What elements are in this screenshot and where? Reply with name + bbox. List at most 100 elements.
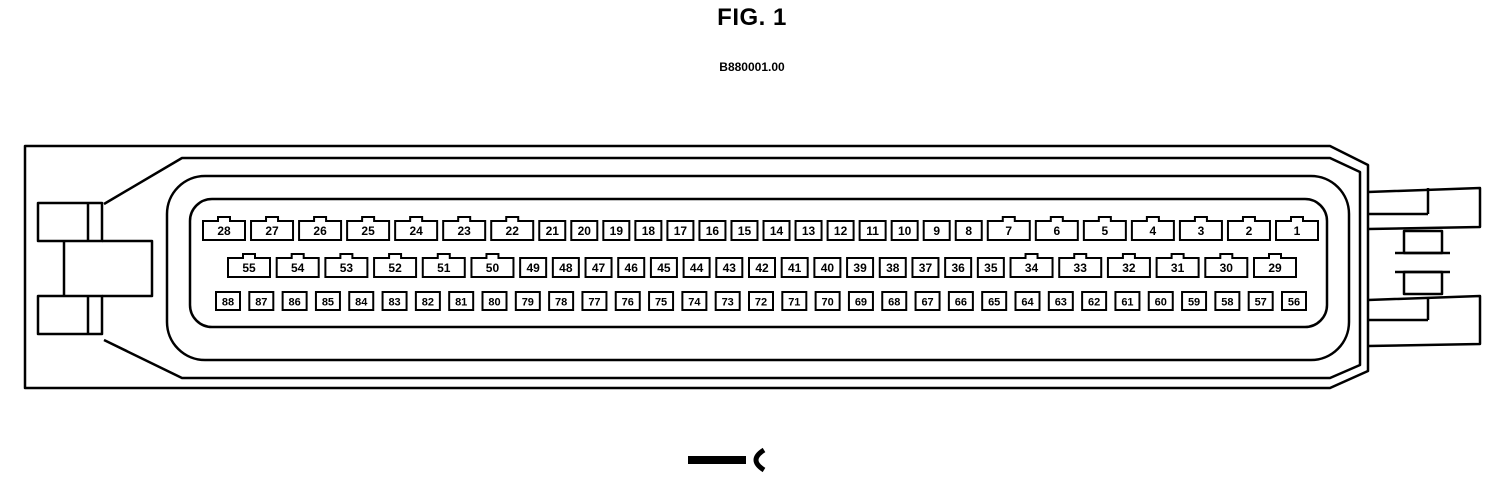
row3-pin-87: 87 xyxy=(248,291,275,311)
pin-label: 70 xyxy=(822,297,834,309)
pin-outline xyxy=(781,291,808,311)
row1-pin-23: 23 xyxy=(442,216,487,241)
row1-pin-17: 17 xyxy=(666,220,695,241)
connector-inner-frame xyxy=(188,197,1329,329)
row1-pin-15: 15 xyxy=(730,220,759,241)
pin-outline xyxy=(584,257,613,278)
pin-label: 83 xyxy=(388,297,400,309)
figure-title: FIG. 1 xyxy=(717,4,787,31)
pin-label: 16 xyxy=(706,224,720,238)
pin-outline xyxy=(1009,253,1054,278)
pin-label: 63 xyxy=(1055,297,1067,309)
row3-pin-75: 75 xyxy=(648,291,675,311)
pin-outline xyxy=(881,291,908,311)
row2-pin-45: 45 xyxy=(649,257,678,278)
pin-outline xyxy=(976,257,1005,278)
pin-label: 26 xyxy=(313,224,327,238)
row2-pin-51: 51 xyxy=(421,253,466,278)
pin-outline xyxy=(1034,216,1079,241)
row3-pin-85: 85 xyxy=(314,291,341,311)
row1-pin-24: 24 xyxy=(394,216,439,241)
pin-outline xyxy=(470,253,515,278)
row3-pin-68: 68 xyxy=(881,291,908,311)
pin-label: 10 xyxy=(898,224,912,238)
pin-outline xyxy=(1204,253,1249,278)
pin-outline xyxy=(847,291,874,311)
row2-pin-39: 39 xyxy=(846,257,875,278)
row3-pin-63: 63 xyxy=(1047,291,1074,311)
pin-label: 11 xyxy=(866,224,879,238)
row2-pin-49: 49 xyxy=(519,257,548,278)
row1-pin-28: 28 xyxy=(202,216,246,241)
pin-outline xyxy=(1155,253,1200,278)
pin-outline xyxy=(202,216,246,241)
pin-label: 87 xyxy=(255,297,267,309)
pin-outline xyxy=(215,291,241,311)
row1-pin-8: 8 xyxy=(954,220,983,241)
row2-pin-30: 30 xyxy=(1204,253,1249,278)
row1-pin-12: 12 xyxy=(826,220,855,241)
row3-pin-72: 72 xyxy=(748,291,774,311)
pin-label: 3 xyxy=(1198,224,1205,238)
row3-pin-65: 65 xyxy=(981,291,1008,311)
pin-outline xyxy=(250,216,295,241)
pin-outline xyxy=(514,291,541,311)
pin-outline xyxy=(614,291,641,311)
pin-label: 4 xyxy=(1150,224,1157,238)
pin-outline xyxy=(381,291,408,311)
pin-outline xyxy=(1081,291,1108,311)
row2-pin-35: 35 xyxy=(976,257,1005,278)
pin-outline xyxy=(911,257,940,278)
pin-label: 48 xyxy=(559,261,573,275)
row3-pin-77: 77 xyxy=(581,291,608,311)
pin-label: 19 xyxy=(610,224,624,238)
pin-outline xyxy=(414,291,441,311)
pin-outline xyxy=(1147,291,1174,311)
pin-label: 1 xyxy=(1294,224,1301,238)
row3-pin-86: 86 xyxy=(281,291,308,311)
pin-label: 77 xyxy=(588,297,600,309)
pin-label: 73 xyxy=(722,297,734,309)
pin-outline xyxy=(519,257,548,278)
pin-label: 8 xyxy=(965,224,972,238)
pin-outline xyxy=(538,220,567,241)
pin-label: 67 xyxy=(921,297,933,309)
row2-pin-48: 48 xyxy=(551,257,580,278)
pin-label: 43 xyxy=(723,261,737,275)
pin-outline xyxy=(298,216,343,241)
row2-pin-29: 29 xyxy=(1253,253,1297,278)
pin-outline xyxy=(1082,216,1127,241)
pin-label: 60 xyxy=(1155,297,1167,309)
pin-label: 44 xyxy=(690,261,704,275)
row2-pin-53: 53 xyxy=(324,253,369,278)
row3-pin-60: 60 xyxy=(1147,291,1174,311)
row1-pin-9: 9 xyxy=(922,220,951,241)
pin-label: 9 xyxy=(933,224,940,238)
pin-outline xyxy=(602,220,631,241)
row1-pin-11: 11 xyxy=(858,220,887,241)
row1-pin-6: 6 xyxy=(1034,216,1079,241)
row1-pin-13: 13 xyxy=(794,220,823,241)
pin-outline xyxy=(394,216,439,241)
pin-label: 53 xyxy=(340,261,354,275)
row1-pin-3: 3 xyxy=(1178,216,1223,241)
row3-pin-78: 78 xyxy=(548,291,575,311)
pin-outline xyxy=(981,291,1008,311)
row3-pin-88: 88 xyxy=(215,291,241,311)
pin-outline xyxy=(1014,291,1041,311)
row1-pin-14: 14 xyxy=(762,220,791,241)
pin-label: 65 xyxy=(988,297,1000,309)
pin-outline xyxy=(373,253,418,278)
pin-outline xyxy=(1275,216,1319,241)
pin-label: 14 xyxy=(770,224,784,238)
pin-outline xyxy=(1253,253,1297,278)
row2-pin-50: 50 xyxy=(470,253,515,278)
row3-pin-79: 79 xyxy=(514,291,541,311)
pin-outline xyxy=(954,220,983,241)
pin-label: 46 xyxy=(625,261,639,275)
row3-pin-73: 73 xyxy=(714,291,741,311)
row2-pin-37: 37 xyxy=(911,257,940,278)
row3-pin-64: 64 xyxy=(1014,291,1041,311)
pin-outline xyxy=(275,253,320,278)
